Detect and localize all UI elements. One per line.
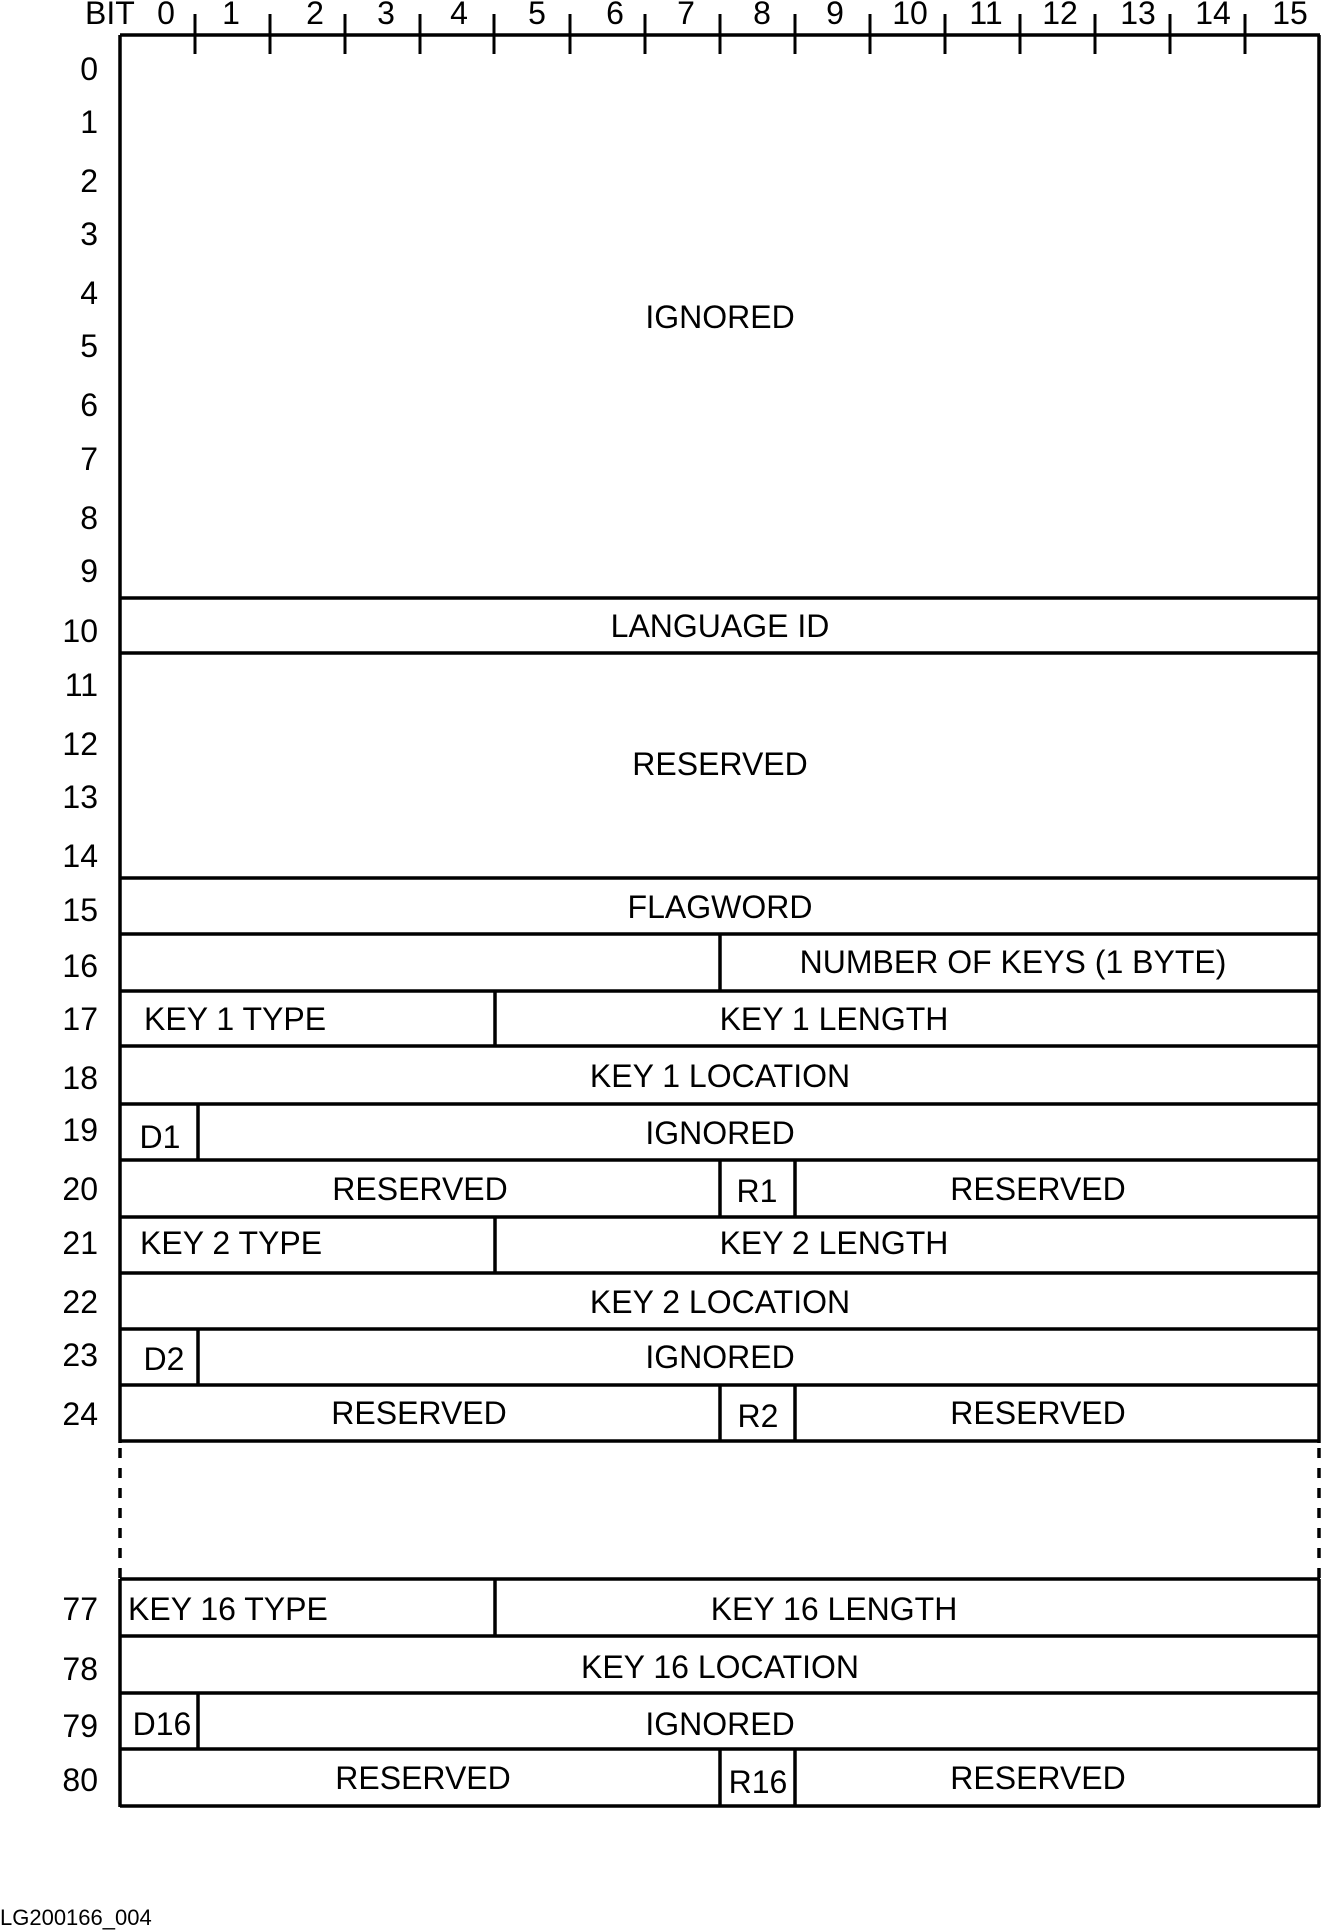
field-key16-reserved-left: RESERVED: [335, 1760, 510, 1796]
field-number-of-keys: NUMBER OF KEYS (1 BYTE): [800, 944, 1227, 980]
word-number: 12: [62, 726, 98, 762]
field-ignored-block: IGNORED: [645, 299, 794, 335]
word-number: 13: [62, 779, 98, 815]
bit-number: 15: [1272, 0, 1308, 31]
word-number: 1: [80, 104, 98, 140]
word-number: 10: [62, 613, 98, 649]
bit-number: 5: [528, 0, 546, 31]
word-number: 78: [62, 1651, 98, 1687]
bit-number: 10: [892, 0, 928, 31]
field-reserved-block: RESERVED: [632, 746, 807, 782]
bit-number: 1: [222, 0, 240, 31]
bit-number: 6: [606, 0, 624, 31]
word-number: 19: [62, 1112, 98, 1148]
field-r1: R1: [737, 1173, 778, 1209]
field-key16-location: KEY 16 LOCATION: [581, 1649, 859, 1685]
word-number: 20: [62, 1171, 98, 1207]
word-number: 2: [80, 163, 98, 199]
field-flagword: FLAGWORD: [628, 889, 813, 925]
field-key16-length: KEY 16 LENGTH: [711, 1591, 958, 1627]
word-number: 5: [80, 328, 98, 364]
word-numbers-top: 0 1 2 3 4 5 6 7 8 9 10 11 12 13 14 15 16…: [62, 51, 98, 1432]
bit-number: 4: [450, 0, 468, 31]
field-key16-ignored: IGNORED: [645, 1706, 794, 1742]
field-d2: D2: [144, 1341, 185, 1377]
word-number: 7: [80, 441, 98, 477]
bit-header-label: BIT: [85, 0, 135, 31]
field-key1-location: KEY 1 LOCATION: [590, 1058, 850, 1094]
word-number: 18: [62, 1060, 98, 1096]
field-r16: R16: [729, 1764, 788, 1800]
field-key2-location: KEY 2 LOCATION: [590, 1284, 850, 1320]
word-numbers-bottom: 77 78 79 80: [62, 1591, 98, 1798]
continuation-gap: [118, 1448, 1321, 1578]
word-number: 23: [62, 1337, 98, 1373]
field-key1-type: KEY 1 TYPE: [144, 1001, 326, 1037]
field-d16: D16: [133, 1706, 192, 1742]
layout-frame-bottom: [118, 1577, 1321, 1808]
field-language-id: LANGUAGE ID: [611, 608, 830, 644]
bit-number: 3: [377, 0, 395, 31]
bit-number: 7: [677, 0, 695, 31]
word-number: 11: [65, 667, 98, 703]
word-number: 15: [62, 892, 98, 928]
word-number: 0: [80, 51, 98, 87]
field-key16-reserved-right: RESERVED: [950, 1760, 1125, 1796]
bit-number: 8: [753, 0, 771, 31]
bit-number-labels: 0 1 2 3 4 5 6 7 8 9 10 11 12 13 14 15: [157, 0, 1308, 31]
bit-number: 13: [1120, 0, 1156, 31]
field-key1-reserved-left: RESERVED: [332, 1171, 507, 1207]
field-d1: D1: [140, 1119, 181, 1155]
layout-frame-top: [118, 33, 1321, 1443]
word-number: 80: [62, 1762, 98, 1798]
word-number: 22: [62, 1284, 98, 1320]
word-number: 9: [80, 553, 98, 589]
bit-number: 0: [157, 0, 175, 31]
field-key1-ignored: IGNORED: [645, 1115, 794, 1151]
word-number: 21: [62, 1225, 98, 1261]
word-number: 79: [62, 1708, 98, 1744]
bit-number: 2: [306, 0, 324, 31]
word-number: 14: [62, 838, 98, 874]
bit-number: 9: [826, 0, 844, 31]
field-key1-reserved-right: RESERVED: [950, 1171, 1125, 1207]
figure-id: LG200166_004: [0, 1905, 152, 1930]
field-key2-reserved-left: RESERVED: [331, 1395, 506, 1431]
bit-number: 12: [1042, 0, 1078, 31]
bit-number: 11: [969, 0, 1002, 31]
word-number: 6: [80, 387, 98, 423]
field-key16-type: KEY 16 TYPE: [128, 1591, 328, 1627]
word-number: 17: [62, 1001, 98, 1037]
word-number: 16: [62, 948, 98, 984]
field-key2-reserved-right: RESERVED: [950, 1395, 1125, 1431]
word-number: 77: [62, 1591, 98, 1627]
word-number: 4: [80, 275, 98, 311]
field-key2-ignored: IGNORED: [645, 1339, 794, 1375]
bit-number: 14: [1195, 0, 1231, 31]
word-number: 24: [62, 1396, 98, 1432]
field-key2-length: KEY 2 LENGTH: [720, 1225, 949, 1261]
word-number: 3: [80, 216, 98, 252]
word-number: 8: [80, 500, 98, 536]
field-key2-type: KEY 2 TYPE: [140, 1225, 322, 1261]
field-r2: R2: [738, 1398, 779, 1434]
field-key1-length: KEY 1 LENGTH: [720, 1001, 949, 1037]
